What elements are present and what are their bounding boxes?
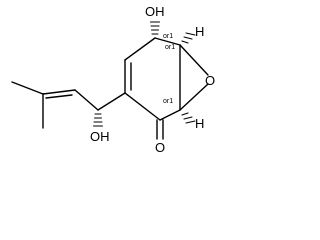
atom-label-h-top: H <box>195 24 204 39</box>
stereo-label-c-epox-bottom: or1 <box>163 98 173 105</box>
hashed-bond-h-bottom <box>181 112 196 124</box>
bond-ch-to-c-oh <box>124 37 156 61</box>
atom-label-oh-bottom: OH <box>90 129 110 144</box>
bond-vinyl-double-inner <box>45 94 73 99</box>
bond-vinyl-to-isopropylidene <box>42 89 76 95</box>
hashed-bond-oh-bottom <box>92 113 104 127</box>
bond-ring-to-chiral-carbon <box>97 92 126 111</box>
atom-label-o-ketone: O <box>155 140 165 155</box>
atom-label-o-epoxide: O <box>205 73 215 88</box>
bond-chiral-carbon-to-vinyl <box>74 89 99 111</box>
stereo-label-c-epox-top: or1 <box>165 44 175 51</box>
hashed-bond-h-top <box>181 32 196 44</box>
hashed-bond-oh-top <box>149 21 161 35</box>
molecule-structure: OH H O H O OH or1 or1 or1 <box>11 4 215 155</box>
stereo-label-c-oh: or1 <box>163 33 173 40</box>
atom-label-oh-top: OH <box>145 4 165 19</box>
bond-c-oh-to-c-epox-top <box>154 37 181 46</box>
bond-isopropylidene-to-methyl-left <box>11 81 44 95</box>
bond-c-ketone-to-c-alkene <box>124 92 161 121</box>
bond-c-epox-bottom-to-c-ketone <box>159 109 181 121</box>
atom-label-h-bottom: H <box>195 116 204 131</box>
bond-o-to-c-epox-bottom <box>179 83 209 111</box>
bond-c-epox-top-to-o <box>179 44 209 76</box>
